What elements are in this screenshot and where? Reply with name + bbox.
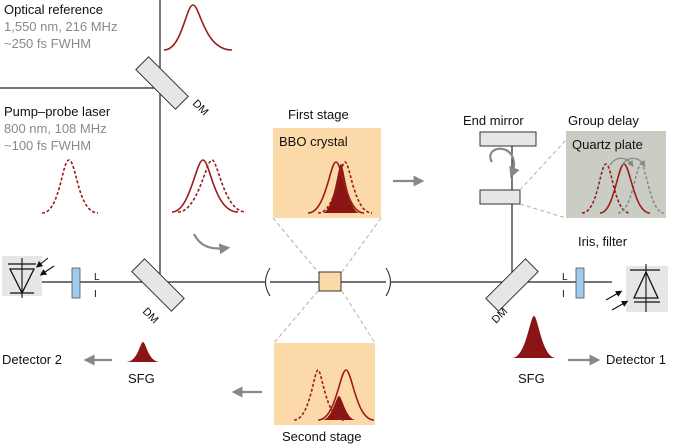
rotation-arrow-icon: [489, 147, 520, 179]
pump-probe-pulse: [41, 159, 99, 214]
filter-label-right: I: [562, 289, 565, 300]
optical-reference-spec1: 1,550 nm, 216 MHz: [4, 19, 117, 34]
optical-reference-pulse: [163, 4, 233, 51]
filter-left: [71, 267, 81, 299]
detector1-sfg-label: SFG: [518, 371, 545, 386]
detector2-sfg-label: SFG: [128, 371, 155, 386]
dm-label-top: DM: [190, 98, 211, 119]
bbo-crystal: [318, 271, 342, 292]
group-delay-title: Group delay: [568, 113, 639, 128]
end-mirror-label: End mirror: [463, 113, 524, 128]
lens-icon: [385, 267, 392, 297]
optical-reference-title: Optical reference: [4, 2, 103, 17]
combined-pulses-top: [171, 159, 247, 213]
first-stage-pulses: [307, 161, 373, 214]
second-stage-title: Second stage: [282, 429, 362, 444]
beam-direction-arrow: [193, 233, 231, 255]
filter-label-left: I: [94, 289, 97, 300]
first-stage-title: First stage: [288, 107, 349, 122]
optical-reference-spec2: ~250 fs FWHM: [4, 36, 91, 51]
dichroic-mirror-icon: [485, 258, 539, 312]
sfg-pulse-large: [512, 316, 556, 358]
detector2-label: Detector 2: [2, 352, 62, 367]
first-stage-box: [273, 128, 381, 218]
dichroic-mirror-left: DM: [131, 258, 185, 327]
group-delay-projection: [519, 139, 567, 219]
quartz-plate-label: Quartz plate: [572, 137, 643, 152]
pump-probe-spec2: ~100 fs FWHM: [4, 138, 91, 153]
dichroic-mirror-top: DM: [135, 56, 211, 119]
quartz-plate: [479, 189, 521, 205]
detector1-label: Detector 1: [606, 352, 666, 367]
sfg-pulse-small: [126, 342, 160, 362]
dichroic-mirror-icon: [131, 258, 185, 312]
iris-filter-label: Iris, filter: [578, 234, 628, 249]
photodiode-icon: [8, 257, 55, 298]
lens-icon: [264, 267, 271, 297]
projection-lines: [272, 217, 382, 344]
mirror-icon: [479, 131, 537, 147]
dm-label-right: DM: [490, 306, 511, 327]
dichroic-mirror-icon: [135, 56, 189, 110]
group-delay-pulses: [581, 157, 665, 214]
second-stage-pulses: [293, 369, 375, 421]
second-stage-box: [274, 343, 375, 425]
dm-label-left: DM: [140, 306, 161, 327]
filter-right: [575, 267, 585, 299]
group-delay-box: [566, 131, 666, 218]
bbo-crystal-label: BBO crystal: [279, 134, 348, 149]
lens-label-left: L: [94, 272, 100, 283]
pump-probe-title: Pump–probe laser: [4, 104, 111, 119]
lens-label-right: L: [562, 272, 568, 283]
photodiode-icon: [605, 264, 660, 312]
pump-probe-spec1: 800 nm, 108 MHz: [4, 121, 107, 136]
